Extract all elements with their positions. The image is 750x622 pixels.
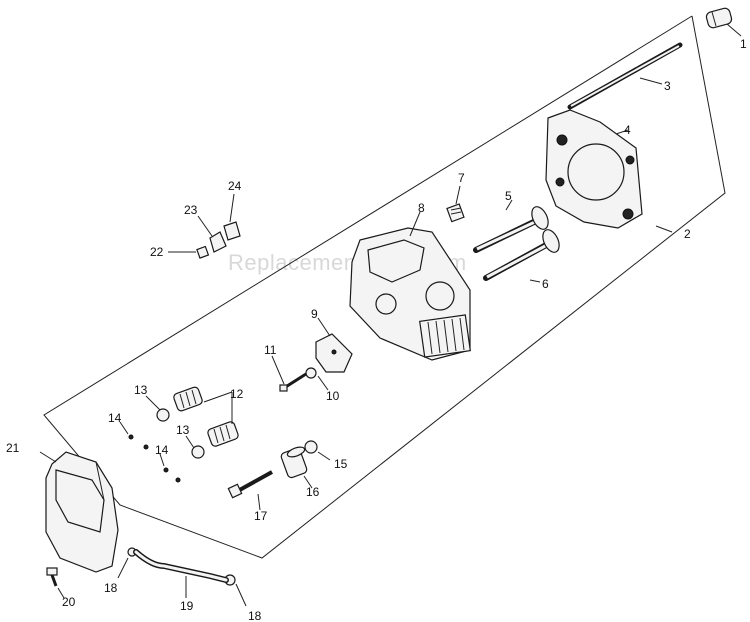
part-lock-plate xyxy=(209,231,227,253)
part-rocker-nut xyxy=(305,367,317,379)
callout-14-left: 14 xyxy=(108,411,122,425)
part-plug xyxy=(705,7,733,29)
part-rocker-washer xyxy=(223,221,241,241)
part-cover-screw xyxy=(46,567,58,587)
part-exhaust-valve xyxy=(473,206,549,253)
part-push-rod xyxy=(567,42,683,110)
part-spacer xyxy=(280,446,308,479)
callout-3: 3 xyxy=(664,79,671,93)
callout-17: 17 xyxy=(254,509,268,523)
callout-18-right: 18 xyxy=(248,609,262,622)
callout-1: 1 xyxy=(740,37,747,51)
callout-6: 6 xyxy=(542,277,549,291)
callout-2: 2 xyxy=(684,227,691,241)
callout-9: 9 xyxy=(311,307,318,321)
callout-14-right: 14 xyxy=(155,443,169,457)
callout-24: 24 xyxy=(228,179,242,193)
part-valve-cover xyxy=(45,451,119,573)
callout-13-lower: 13 xyxy=(176,423,190,437)
callout-13-upper: 13 xyxy=(134,383,148,397)
callout-22: 22 xyxy=(150,245,164,259)
callout-8: 8 xyxy=(418,201,425,215)
part-valve-keepers xyxy=(128,434,181,483)
part-rocker-bolt xyxy=(279,372,307,392)
callout-4: 4 xyxy=(624,123,631,137)
assembly-boundary xyxy=(43,15,726,559)
callout-15: 15 xyxy=(334,457,348,471)
callout-7: 7 xyxy=(458,171,465,185)
callout-18-left: 18 xyxy=(104,581,118,595)
callout-20: 20 xyxy=(62,595,76,609)
callout-21: 21 xyxy=(6,441,20,455)
callout-16: 16 xyxy=(306,485,320,499)
callout-23: 23 xyxy=(184,203,198,217)
callout-12: 12 xyxy=(230,387,244,401)
callout-5: 5 xyxy=(505,189,512,203)
part-valve-spring-upper xyxy=(173,386,203,412)
leader-lines xyxy=(39,23,742,607)
part-intake-valve xyxy=(483,229,560,281)
callout-10: 10 xyxy=(326,389,340,403)
part-adjuster-nut xyxy=(196,245,210,259)
part-spring-retainer-lower xyxy=(191,445,205,459)
part-breather-plug xyxy=(446,203,465,223)
part-head-gasket xyxy=(545,109,643,229)
part-cylinder-head xyxy=(349,227,471,361)
part-rocker-bridge xyxy=(315,333,353,373)
callout-19: 19 xyxy=(180,599,194,613)
callout-11: 11 xyxy=(264,343,277,357)
part-valve-spring-lower xyxy=(207,421,239,447)
part-nut xyxy=(304,440,318,454)
part-spring-retainer-upper xyxy=(156,408,170,422)
part-stud-bolt xyxy=(227,470,273,499)
